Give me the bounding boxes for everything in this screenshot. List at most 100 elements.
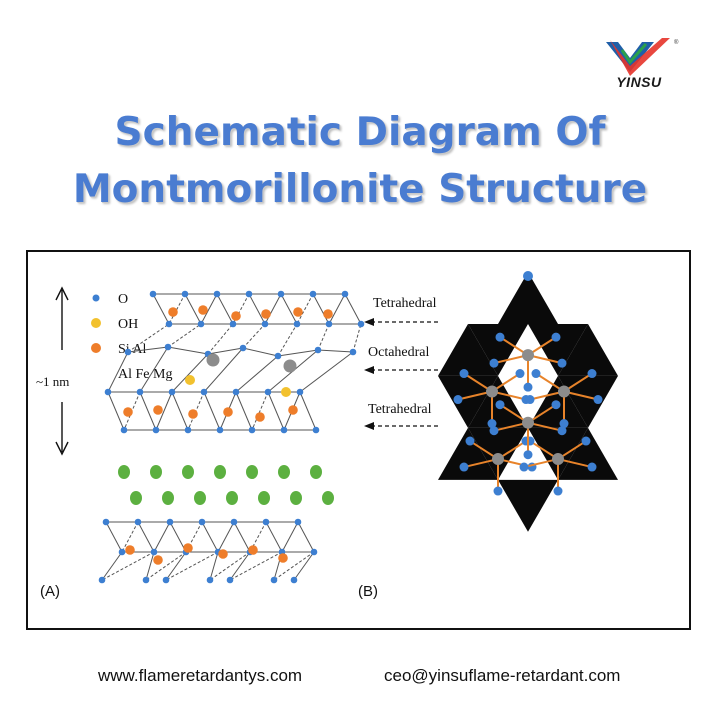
oxygen-atom bbox=[493, 486, 503, 496]
oxygen-atom bbox=[495, 332, 505, 342]
montmorillonite-diagram: ~1 nm O OH Si Al Al Fe Mg Tetrahedral Oc… bbox=[36, 271, 618, 600]
oxygen-atom bbox=[587, 462, 597, 472]
legend-label-0: O bbox=[118, 292, 128, 307]
upper-tetra-bond bbox=[152, 293, 170, 325]
next-layer-tetra-bond bbox=[153, 521, 171, 553]
diagram-frame: ~1 nm O OH Si Al Al Fe Mg Tetrahedral Oc… bbox=[26, 250, 691, 630]
upper-tetra-bond bbox=[184, 293, 202, 325]
oxygen-atom bbox=[314, 346, 322, 354]
oxygen-atom bbox=[152, 426, 160, 434]
scale-arrowhead-up bbox=[55, 286, 69, 301]
upper-tetra-bond bbox=[296, 293, 314, 325]
oxygen-atom bbox=[262, 518, 270, 526]
oxygen-atom bbox=[553, 486, 563, 496]
oxygen-atom bbox=[166, 518, 174, 526]
tetrahedron-up bbox=[498, 272, 558, 324]
upper-tetra-bond bbox=[280, 293, 298, 325]
scale-arrowhead-down bbox=[55, 441, 69, 456]
lower-tetra-bond bbox=[251, 391, 269, 431]
si-al-atom bbox=[125, 545, 135, 555]
octa-bond bbox=[207, 347, 244, 355]
next-layer-bond bbox=[273, 551, 315, 581]
upper-tetra-bond bbox=[168, 293, 186, 325]
oxygen-atom bbox=[515, 369, 525, 379]
next-layer-tetra-bond bbox=[233, 521, 251, 553]
octa-bond bbox=[171, 353, 209, 393]
legend-label-3: Al Fe Mg bbox=[118, 367, 172, 382]
octa-bond bbox=[299, 351, 354, 393]
oxygen-atom bbox=[459, 462, 469, 472]
tetrahedron-down bbox=[498, 479, 558, 532]
octa-bond bbox=[127, 346, 169, 353]
oxygen-atom bbox=[523, 271, 533, 281]
lower-tetra-bond bbox=[171, 391, 189, 431]
upper-tetra-bond bbox=[264, 293, 282, 325]
upper-tetra-bond bbox=[200, 293, 218, 325]
oxygen-atom bbox=[551, 400, 561, 410]
oxygen-atom bbox=[261, 320, 269, 328]
next-layer-bond bbox=[165, 551, 219, 581]
oxygen-atom bbox=[98, 576, 106, 584]
oxygen-atom bbox=[581, 436, 591, 446]
oxygen-atom bbox=[239, 344, 247, 352]
oxygen-atom bbox=[310, 548, 318, 556]
octahedral-cation bbox=[522, 416, 534, 429]
oxygen-atom bbox=[136, 388, 144, 396]
oxygen-atom bbox=[213, 290, 221, 298]
oxygen-atom bbox=[523, 450, 533, 460]
interlayer-cation bbox=[150, 465, 162, 479]
next-layer-tetra-bond bbox=[217, 521, 235, 553]
next-layer-bond bbox=[145, 551, 155, 581]
oxygen-atom bbox=[531, 369, 541, 379]
oxygen-atom bbox=[341, 290, 349, 298]
octa-bond bbox=[277, 349, 319, 357]
next-layer-tetra-bond bbox=[121, 521, 139, 553]
panel-a: ~1 nm O OH Si Al Al Fe Mg Tetrahedral Oc… bbox=[36, 286, 438, 600]
legend-oh-dot bbox=[91, 318, 101, 328]
next-layer-tetra-bond bbox=[297, 521, 315, 553]
upper-tetra-bond bbox=[216, 293, 234, 325]
interlayer-cation bbox=[214, 465, 226, 479]
oxygen-atom bbox=[349, 348, 357, 356]
oxygen-atom bbox=[459, 369, 469, 379]
oxygen-atom bbox=[559, 419, 569, 429]
interlayer-cation bbox=[322, 491, 334, 505]
upper-tetra-bond bbox=[344, 293, 362, 325]
si-al-atom bbox=[293, 307, 303, 317]
oxygen-atom bbox=[453, 395, 463, 405]
next-layer-bond bbox=[293, 551, 315, 581]
oxygen-atom bbox=[312, 426, 320, 434]
si-al-atom bbox=[278, 553, 288, 563]
oxygen-atom bbox=[165, 320, 173, 328]
next-layer-bond bbox=[101, 551, 123, 581]
oxygen-atom bbox=[198, 518, 206, 526]
oxygen-atom bbox=[226, 576, 234, 584]
footer-email[interactable]: ceo@yinsuflame-retardant.com bbox=[384, 666, 621, 685]
oxygen-atom bbox=[495, 400, 505, 410]
oxygen-atom bbox=[102, 518, 110, 526]
oxygen-atom bbox=[277, 290, 285, 298]
oxygen-atom bbox=[489, 426, 499, 436]
interlayer-cation bbox=[310, 465, 322, 479]
octahedral-cation bbox=[492, 453, 504, 466]
si-al-atom bbox=[288, 405, 298, 415]
oxygen-atom bbox=[487, 419, 497, 429]
octa-bond bbox=[139, 346, 169, 393]
oxygen-atom bbox=[118, 548, 126, 556]
interlayer-cation bbox=[162, 491, 174, 505]
tetrahedron-up bbox=[558, 427, 618, 480]
si-al-atom bbox=[188, 409, 198, 419]
panel-b: (B) bbox=[358, 271, 618, 600]
octahedral-cation bbox=[558, 385, 570, 398]
panel-a-label: (A) bbox=[40, 583, 60, 600]
upper-tetra-bond bbox=[248, 293, 266, 325]
footer-website[interactable]: www.flameretardantys.com bbox=[98, 666, 303, 685]
oxygen-atom bbox=[142, 576, 150, 584]
lattice-b bbox=[438, 271, 618, 532]
oxygen-atom bbox=[104, 388, 112, 396]
brand-name: YINSU bbox=[616, 74, 662, 90]
si-al-atom bbox=[183, 543, 193, 553]
interlayer-cation bbox=[278, 465, 290, 479]
oxygen-atom bbox=[120, 426, 128, 434]
oxygen-atom bbox=[557, 358, 567, 368]
